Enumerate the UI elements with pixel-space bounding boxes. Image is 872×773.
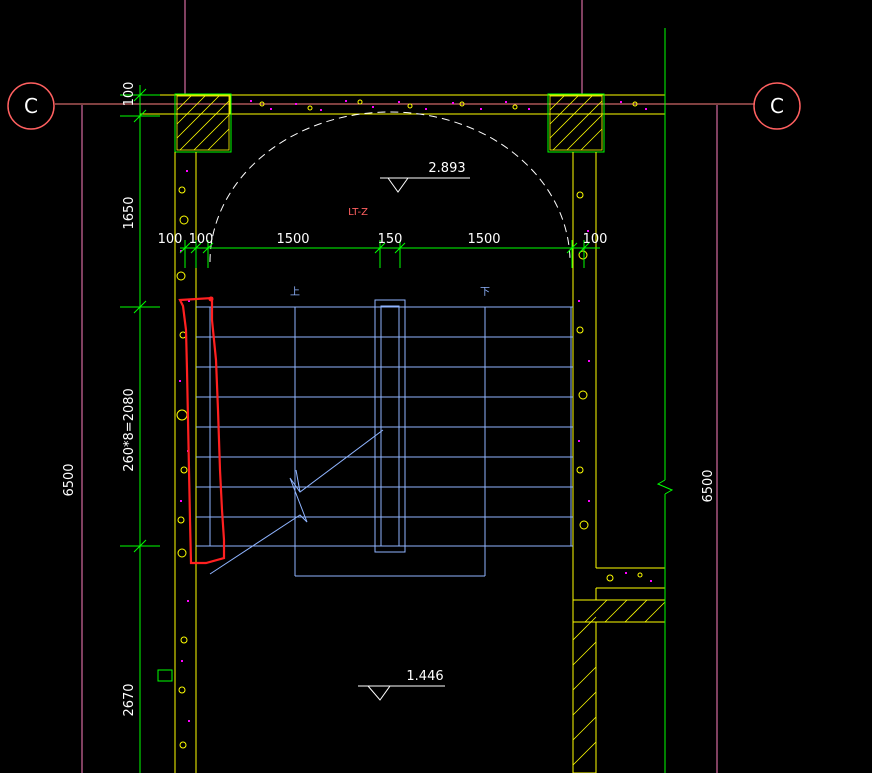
column-right xyxy=(547,93,605,153)
dim-left-total: 6500 xyxy=(62,463,77,496)
stair-down-label: 下 xyxy=(480,287,490,298)
dim-left-flight: 260*8=2080 xyxy=(122,388,137,472)
column-left xyxy=(174,93,232,153)
dim-h-5: 1500 xyxy=(467,232,500,247)
dim-h-2: 100 xyxy=(189,232,214,247)
elevation-upper: 2.893 xyxy=(380,161,470,193)
dim-left-bottom: 2670 xyxy=(122,683,137,716)
top-wall xyxy=(140,94,665,115)
grid-bubble-left: C xyxy=(7,82,55,130)
dim-left-landing: 1650 xyxy=(122,196,137,229)
horizontal-dim-chain: 100 100 1500 150 1500 100 xyxy=(158,232,608,268)
grid-label-left: C xyxy=(24,94,38,118)
elevation-lower: 1.446 xyxy=(358,669,445,701)
stair-label: LT-Z xyxy=(348,207,368,218)
right-dim-line: 6500 xyxy=(656,28,716,773)
dim-h-3: 1500 xyxy=(276,232,309,247)
left-dim-chain: 100 1650 260*8=2080 2670 6500 xyxy=(62,82,173,773)
red-markup-dot xyxy=(208,296,214,302)
right-wall xyxy=(572,152,666,773)
stair-up-label: 上 xyxy=(290,286,300,298)
red-markup-cloud xyxy=(178,296,226,565)
elevation-upper-value: 2.893 xyxy=(428,161,465,176)
dim-h-4: 150 xyxy=(378,232,403,247)
dim-h-1: 100 xyxy=(158,232,183,247)
landing-arc xyxy=(209,111,571,263)
dim-left-top: 100 xyxy=(122,82,137,107)
elevation-lower-value: 1.446 xyxy=(406,669,443,684)
dim-right-total: 6500 xyxy=(701,469,716,502)
grid-bubble-right: C xyxy=(753,82,801,130)
grid-label-right: C xyxy=(770,94,784,118)
dim-h-6: 100 xyxy=(583,232,608,247)
stair-flights xyxy=(196,299,573,577)
